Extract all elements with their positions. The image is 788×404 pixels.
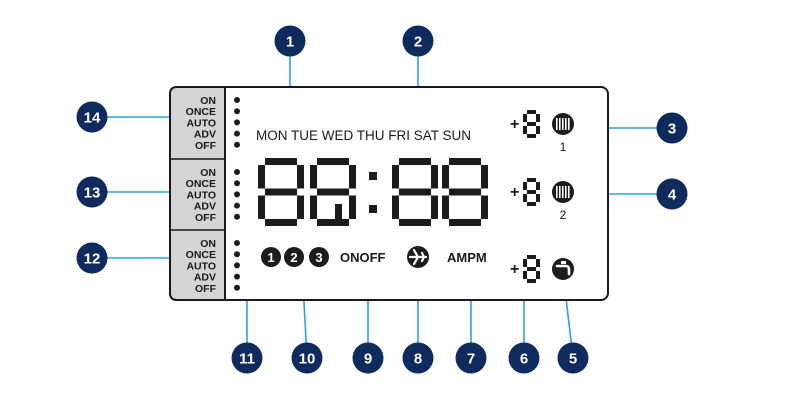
callout-5: 5 — [557, 342, 589, 374]
mode-label: ON — [200, 238, 216, 250]
small-digit — [523, 110, 540, 138]
time-digit — [442, 158, 488, 226]
mode-label: ONCE — [186, 106, 216, 118]
mode-panel — [169, 86, 226, 301]
radiator-icon — [552, 113, 574, 135]
plus-sign: + — [510, 184, 519, 201]
mode-label: ADV — [194, 272, 216, 284]
svg-text:1: 1 — [286, 34, 294, 51]
mode-dot — [234, 180, 240, 187]
callout-10: 10 — [291, 342, 323, 374]
hot-water-tap-icon — [552, 258, 574, 280]
callout-1: 1 — [274, 25, 306, 57]
mode-labels: ONONCEAUTOADVOFFONONCEAUTOADVOFFONONCEAU… — [186, 95, 217, 295]
mode-dot — [234, 213, 240, 220]
svg-text:8: 8 — [414, 351, 422, 368]
svg-text:6: 6 — [520, 351, 528, 368]
svg-text:13: 13 — [84, 185, 101, 202]
callout-14: 14 — [76, 101, 108, 133]
mode-dot — [234, 284, 240, 291]
svg-text:12: 12 — [84, 251, 101, 268]
svg-text:3: 3 — [668, 121, 676, 138]
callout-7: 7 — [455, 342, 487, 374]
zone-label: 2 — [560, 208, 567, 222]
svg-text:2: 2 — [414, 34, 422, 51]
mode-dot — [234, 202, 240, 209]
svg-text:14: 14 — [84, 110, 101, 127]
callout-8: 8 — [402, 342, 434, 374]
callout-12: 12 — [76, 242, 108, 274]
mode-label: OFF — [195, 212, 217, 224]
mode-dot — [234, 262, 240, 269]
svg-text:5: 5 — [569, 351, 577, 368]
callout-13: 13 — [76, 176, 108, 208]
mode-label: OFF — [195, 283, 217, 295]
plus-sign: + — [510, 261, 519, 278]
time-colon — [369, 172, 377, 213]
zone-row: +2 — [510, 178, 574, 222]
callout-9: 9 — [352, 342, 384, 374]
mode-dot — [234, 251, 240, 258]
callout-11: 11 — [231, 342, 263, 374]
small-digit — [523, 255, 540, 283]
mode-label: ONCE — [186, 178, 216, 190]
time-digit — [258, 158, 304, 226]
callout-6: 6 — [508, 342, 540, 374]
svg-text:2: 2 — [290, 250, 297, 265]
mode-dot — [234, 130, 240, 137]
svg-text:1: 1 — [267, 250, 274, 265]
plus-sign: + — [510, 116, 519, 133]
mode-dot — [234, 141, 240, 148]
zone-label: 1 — [560, 140, 567, 154]
svg-text:3: 3 — [315, 250, 322, 265]
zone-row: + — [510, 255, 574, 283]
program-number-3: 3 — [309, 247, 329, 267]
mode-label: AUTO — [186, 117, 216, 129]
svg-text:11: 11 — [239, 351, 255, 368]
program-number-indicators: 1 2 3 — [261, 247, 329, 267]
day-of-week-row: MON TUE WED THU FRI SAT SUN — [256, 128, 471, 143]
mode-label: ON — [200, 167, 216, 179]
mode-dot — [234, 191, 240, 198]
mode-label: ONCE — [186, 249, 216, 261]
mode-label: AUTO — [186, 260, 216, 272]
callout-2: 2 — [402, 25, 434, 57]
mode-label: OFF — [195, 140, 217, 152]
time-digit-extra-segment — [335, 204, 342, 224]
mode-dot — [234, 240, 240, 246]
time-digit — [392, 158, 438, 226]
mode-label: ADV — [194, 201, 216, 213]
mode-dot — [234, 108, 240, 115]
small-digit — [523, 178, 540, 206]
mode-dot — [234, 119, 240, 126]
zone-row: +1 — [510, 110, 574, 154]
callout-3: 3 — [656, 112, 688, 144]
mode-label: AUTO — [186, 189, 216, 201]
on-off-label: ONOFF — [340, 250, 386, 265]
callout-4: 4 — [656, 178, 688, 210]
time-digit — [310, 158, 356, 226]
airplane-icon — [407, 246, 429, 268]
svg-text:9: 9 — [364, 351, 372, 368]
radiator-icon — [552, 181, 574, 203]
mode-dot — [234, 97, 240, 103]
mode-dot — [234, 273, 240, 280]
time-display — [258, 158, 488, 226]
svg-text:10: 10 — [299, 351, 316, 368]
program-number-2: 2 — [284, 247, 304, 267]
svg-text:7: 7 — [467, 351, 475, 368]
mode-dot — [234, 169, 240, 175]
am-pm-label: AMPM — [447, 250, 487, 265]
svg-text:4: 4 — [668, 187, 677, 204]
zone-status-column: +1+2+ — [510, 110, 574, 283]
mode-indicator-dots — [234, 97, 240, 291]
mode-label: ON — [200, 95, 216, 107]
program-number-1: 1 — [261, 247, 281, 267]
mode-label: ADV — [194, 129, 216, 141]
